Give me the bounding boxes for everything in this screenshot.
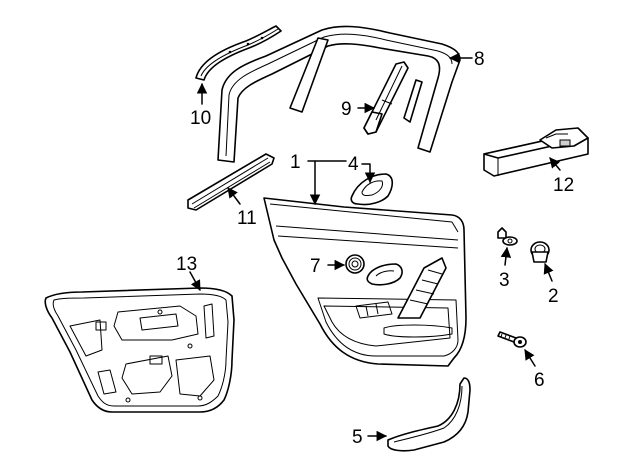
leader-2 <box>543 263 554 282</box>
callout-4: 4 <box>348 154 359 175</box>
callout-1: 1 <box>290 152 301 173</box>
callout-3: 3 <box>499 270 510 291</box>
callout-6: 6 <box>534 370 545 391</box>
part-2-grommet <box>530 241 550 263</box>
callout-8: 8 <box>474 49 485 70</box>
part-7-speaker-grille <box>345 254 365 274</box>
callout-12: 12 <box>553 175 574 196</box>
callout-2: 2 <box>548 286 559 307</box>
callout-10: 10 <box>190 108 211 129</box>
callout-labels: 1 4 8 9 10 11 12 13 7 3 2 6 5 <box>176 49 574 448</box>
part-9-glass-run <box>363 61 409 135</box>
part-4-inside-handle <box>350 173 394 206</box>
leader-lines <box>189 52 561 442</box>
callout-11: 11 <box>237 208 257 229</box>
leader-12 <box>549 157 561 171</box>
leader-13 <box>189 271 201 291</box>
leader-3 <box>500 246 512 266</box>
part-11-belt-weatherstrip <box>187 153 275 211</box>
part-1-door-trim-panel <box>263 197 467 367</box>
part-3-push-clip <box>497 227 518 246</box>
callout-7: 7 <box>310 256 321 277</box>
callout-5: 5 <box>352 427 363 448</box>
part-5-lower-molding <box>387 377 471 452</box>
leader-4 <box>361 163 376 184</box>
callout-13: 13 <box>176 254 197 275</box>
part-8-window-frame <box>217 25 461 163</box>
part-13-inner-panel <box>44 287 235 413</box>
callout-9: 9 <box>341 99 352 120</box>
part-12-switch-module <box>483 127 589 177</box>
part-6-screw <box>497 331 527 348</box>
part-10-channel-strip <box>195 25 282 81</box>
leader-11 <box>227 187 241 205</box>
leader-6 <box>524 349 536 367</box>
